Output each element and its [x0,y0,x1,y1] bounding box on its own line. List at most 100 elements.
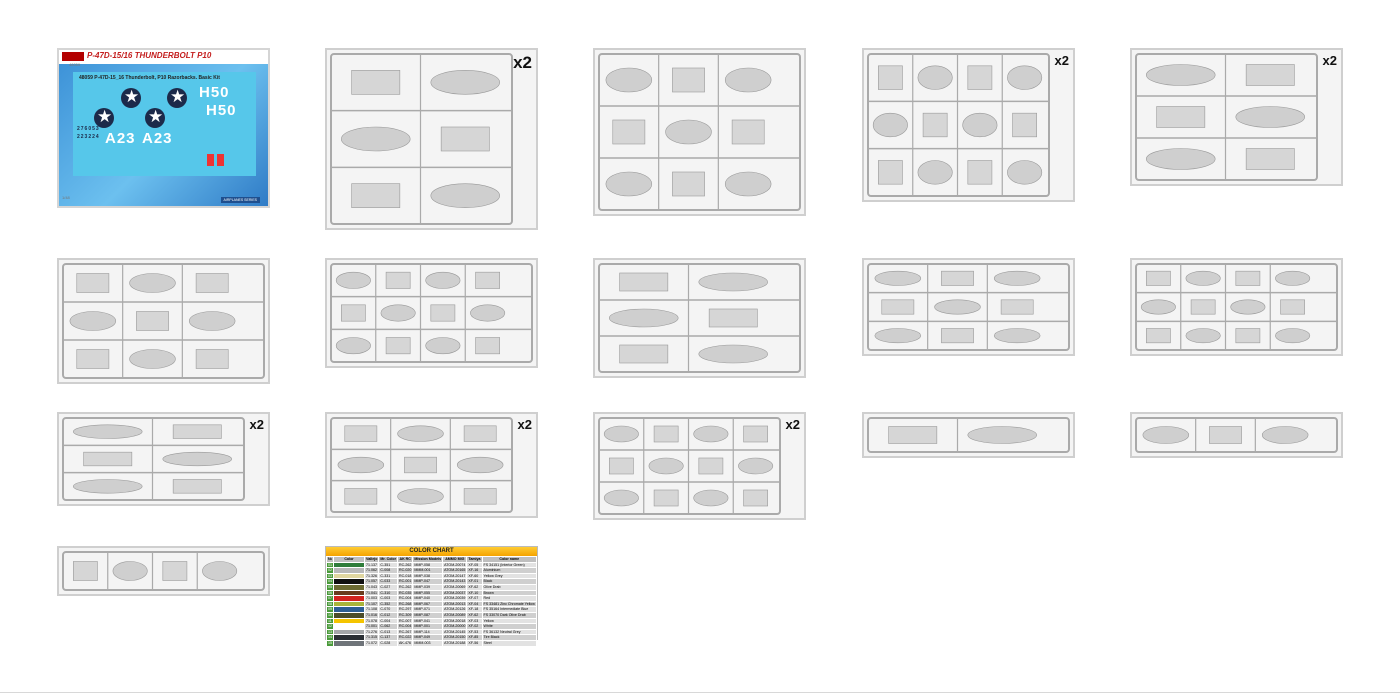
sprue-drawing [1135,53,1318,181]
sprue-thumbnail[interactable] [593,48,806,216]
cell-ak: RC-004 [396,595,414,602]
brand-logo [62,52,84,61]
marking-h50: H50 [199,84,230,101]
color-swatch [333,639,366,647]
sprue-thumbnail[interactable]: x2 [593,412,806,520]
cell-ak: RC-020 [396,567,414,574]
cell-vallejo: 71.108 [364,606,380,613]
cell-ammo: ATOM-20150 [442,634,468,641]
cell-ak: RC-297 [396,606,414,613]
sprue-drawing [62,263,265,379]
sprue-thumbnail[interactable] [57,258,270,384]
color-chart-title: COLOR CHART [326,547,537,556]
sprue-drawing [598,417,781,515]
cell-ammo: ATOM-20074 [442,561,468,569]
cell-ak: RC-018 [396,572,414,580]
marking-a23: A23 [142,130,173,147]
column-header: Mr. Color [378,556,398,563]
sprue-drawing [62,417,245,501]
cell-name: FS 33481 Zinc Chromate Yellow [481,600,538,608]
roundel-icon [87,107,121,128]
column-header: Vallejo [364,556,380,563]
cell-vallejo: 71.107 [364,600,380,608]
cell-ak: RC-001 [396,578,414,585]
cell-ammo: ATOM-20039 [442,595,468,602]
cell-ammo: ATOM-20145 [442,628,468,636]
cell-vallejo: 71.016 [364,611,380,619]
quantity-label: x2 [517,417,532,432]
quantity-label: x2 [1054,53,1069,68]
cell-ammo: ATOM-20069 [442,584,468,591]
sprue-thumbnail[interactable]: x2 [325,412,538,518]
cell-ak: AK-476 [396,639,414,647]
sprue-thumbnail[interactable]: x2 [325,48,538,230]
cell-ammo: ATOM-20013 [442,600,468,608]
sprue-drawing [330,263,533,363]
sprue-thumbnail[interactable] [593,258,806,378]
sprue-thumbnail[interactable] [1130,412,1343,458]
cell-ak: RC-004 [396,623,414,630]
cell-mr: C-028 [378,639,398,647]
cell-vallejo: 71.276 [364,628,380,636]
sprue-thumbnail[interactable] [1130,258,1343,356]
sprue-thumbnail[interactable]: x2 [862,48,1075,202]
cell-vallejo: 71.078 [364,617,380,625]
red-decal [207,154,214,166]
sprue-thumbnail[interactable] [57,546,270,596]
series-label: AIRPLANES SERIES [220,197,260,203]
roundel-icon [114,87,148,108]
red-decal [217,154,224,166]
sprue-drawing [598,53,801,211]
quantity-label: x2 [249,417,264,432]
cell-vallejo: 71.003 [364,595,380,602]
marking-a23: A23 [105,130,136,147]
cell-ammo: ATOM-20018 [442,617,468,625]
cell-ammo: ATOM-20165 [442,567,468,574]
cell-vallejo: 71.072 [364,639,380,647]
sprue-drawing [598,263,801,373]
column-header: AMMO MIG [442,556,468,563]
sprue-thumbnail[interactable] [862,412,1075,458]
cell-ammo: ATOM-20143 [442,578,468,585]
kit-name: 48059 P-47D-15_16 Thunderbolt, P10 Razor… [79,75,220,81]
cell-ammo: ATOM-20126 [442,606,468,613]
sprue-drawing [330,417,513,513]
cell-vallejo: 71.137 [364,561,380,569]
sprue-thumbnail[interactable]: x2 [1130,48,1343,186]
cell-name: Steel [481,639,538,647]
sprue-drawing [62,551,265,591]
box-header [59,50,268,64]
quantity-label: x2 [785,417,800,432]
marking-serial: 276053 [77,126,100,132]
cell-vallejo: 71.043 [364,584,380,591]
cell-vallejo: 71.062 [364,567,380,574]
cell-ak: RC-007 [396,617,414,625]
cell-vallejo: 71.001 [364,623,380,630]
box-title: P-47D-15/16 THUNDERBOLT P10 [87,51,212,60]
column-header: Mission Models [412,556,444,563]
cell-ak: RC-022 [396,634,414,641]
cell-ammo: ATOM-20147 [442,572,468,580]
box-code: 48059 [69,62,81,67]
cell-ak: RC-262 [396,584,414,591]
column-header: AK RC [396,556,414,563]
cell-ak: RC-262 [396,561,414,569]
box-art-thumbnail[interactable]: P-47D-15/16 THUNDERBOLT P10 48059 48059 … [57,48,270,208]
sprue-thumbnail[interactable] [862,258,1075,356]
marking-serial: 223224 [77,134,100,140]
sprue-thumbnail[interactable]: x2 [57,412,270,506]
cell-ak: RC-035 [396,589,414,597]
roundel-icon [160,87,194,108]
cell-vallejo: 71.041 [364,589,380,597]
sprue-thumbnail[interactable] [325,258,538,368]
cell-ammo: ATOM-20037 [442,589,468,597]
sprue-drawing [1135,263,1338,351]
